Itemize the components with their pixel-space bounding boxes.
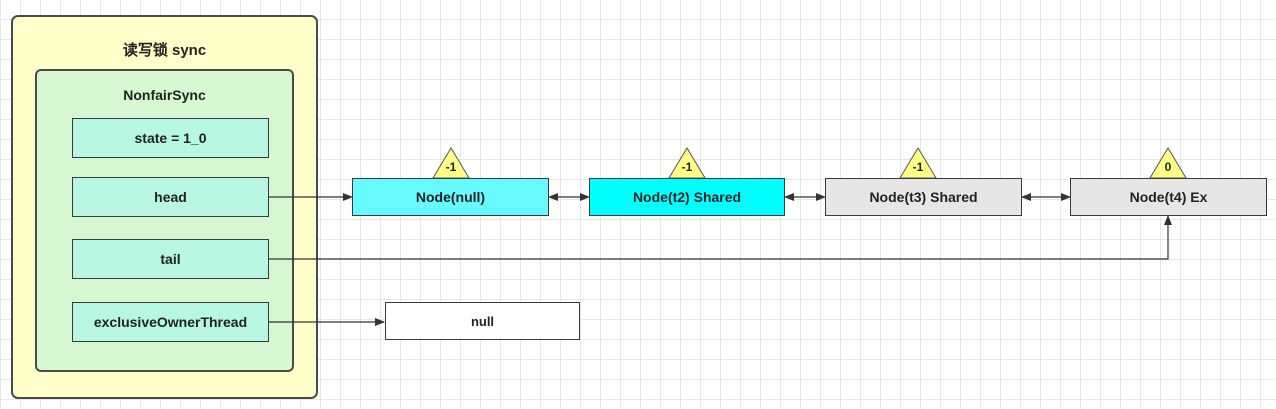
queue-node-t2: Node(t2) Shared [589,178,785,216]
wait-status-label-node2: -1 [681,160,693,174]
exclusive-owner-thread-field: exclusiveOwnerThread [72,302,269,342]
queue-node-t3: Node(t3) Shared [825,178,1022,216]
queue-node-t4-label: Node(t4) Ex [1129,189,1208,205]
queue-node-head: Node(null) [352,178,549,216]
queue-node-t3-label: Node(t3) Shared [869,189,978,205]
sync-title: 读写锁 sync [122,42,207,59]
tail-field: tail [72,239,269,279]
queue-node-head-label: Node(null) [415,189,486,205]
queue-node-t2-label: Node(t2) Shared [632,189,742,205]
owner-thread-value-label: null [470,313,495,329]
nonfair-sync-title: NonfairSync [123,87,206,103]
owner-thread-value-box: null [385,302,580,340]
state-field: state = 1_0 [72,118,269,158]
head-field: head [72,177,269,217]
head-field-label: head [154,189,187,205]
tail-pointer-arrow [269,215,1172,260]
tail-field-label: tail [160,251,181,267]
queue-node-t4: Node(t4) Ex [1070,178,1267,216]
wait-status-label-node1: -1 [445,160,457,174]
wait-status-label-node3: -1 [912,160,924,174]
state-field-label: state = 1_0 [134,130,207,146]
wait-status-label-node4: 0 [1164,160,1172,174]
exclusive-owner-thread-label: exclusiveOwnerThread [93,314,248,330]
